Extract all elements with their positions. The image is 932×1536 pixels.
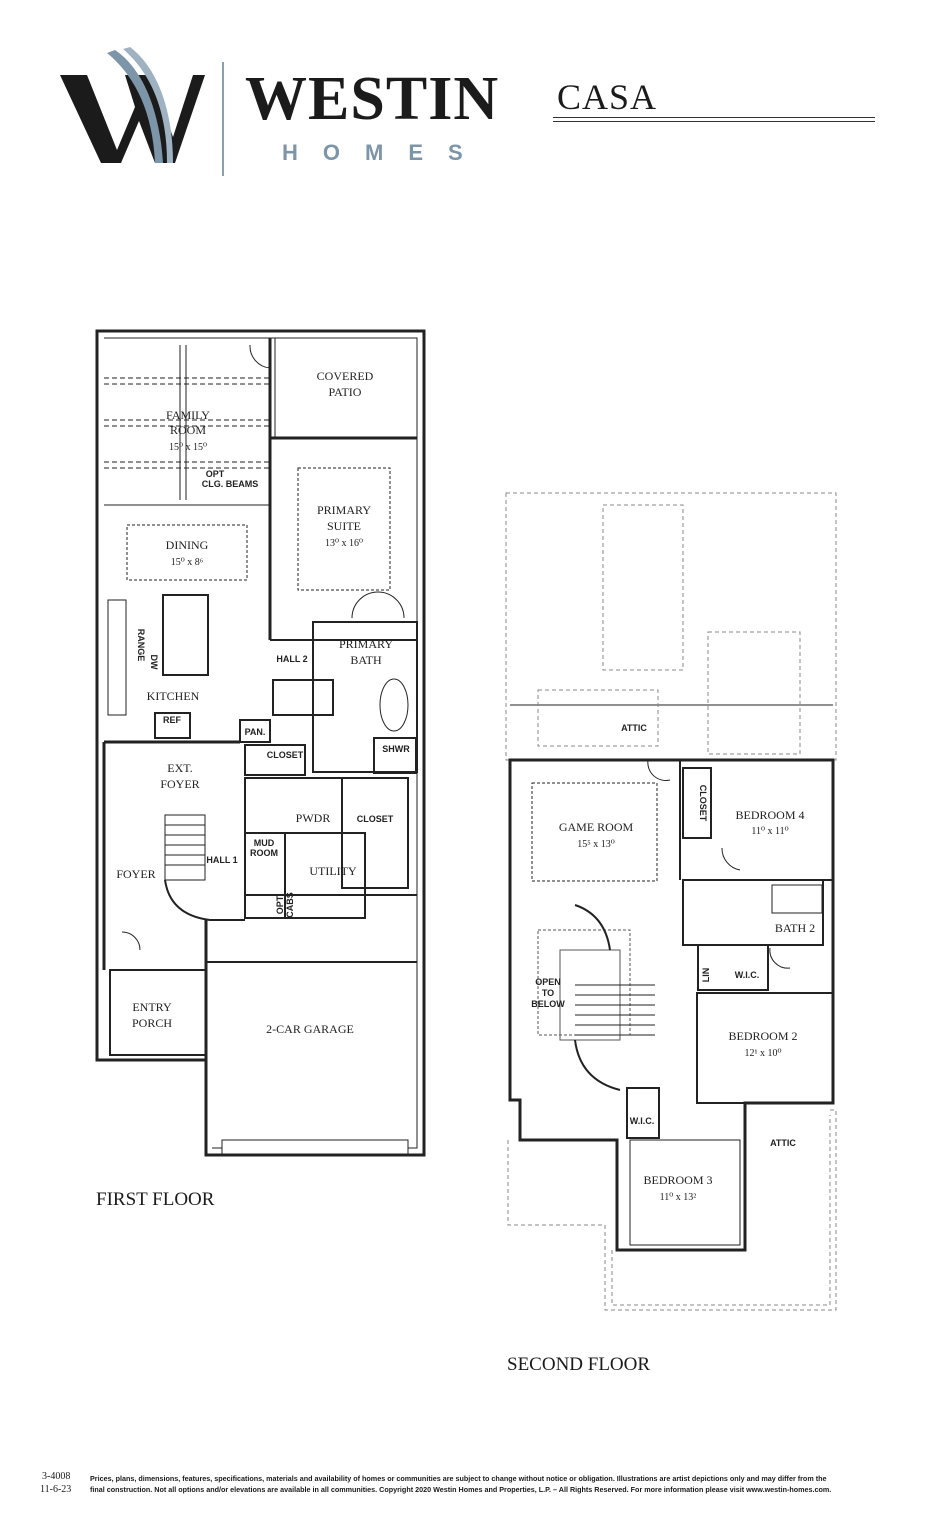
ext-foyer-label-1: EXT. xyxy=(167,761,192,775)
ref-label: REF xyxy=(163,715,182,725)
open-below-label-3: BELOW xyxy=(531,999,565,1009)
plan-name: CASA xyxy=(557,77,658,117)
plan-name-rule xyxy=(553,117,875,122)
ext-foyer-label-2: FOYER xyxy=(160,777,199,791)
bedroom3-label: BEDROOM 3 xyxy=(643,1173,712,1187)
disclaimer-line-2: final construction. Not all options and/… xyxy=(90,1485,832,1494)
dining-label: DINING xyxy=(166,538,209,552)
family-room-label-2: ROOM xyxy=(170,423,206,437)
covered-patio-label-1: COVERED xyxy=(317,369,374,383)
opt-beams-label-2: CLG. BEAMS xyxy=(202,479,259,489)
plan-date: 11-6-23 xyxy=(40,1484,72,1495)
foyer-label: FOYER xyxy=(116,867,155,881)
primary-suite-label-2: SUITE xyxy=(327,519,361,533)
range-label: RANGE xyxy=(136,629,146,662)
hall2-label: HALL 2 xyxy=(276,654,307,664)
wic-label-2: W.I.C. xyxy=(630,1116,655,1126)
disclaimer-line-1: Prices, plans, dimensions, features, spe… xyxy=(90,1474,827,1483)
mud-room-label-2: ROOM xyxy=(250,848,278,858)
closet-label-upstairs: CLOSET xyxy=(698,785,708,822)
entry-porch-label-2: PORCH xyxy=(132,1016,172,1030)
closet-label-2: CLOSET xyxy=(357,814,394,824)
attic-label-right: ATTIC xyxy=(770,1138,796,1148)
opt-cabs-label-1: OPT xyxy=(275,895,285,914)
logo-divider xyxy=(222,62,224,176)
second-floor-label: SECOND FLOOR xyxy=(507,1354,651,1375)
bedroom4-label: BEDROOM 4 xyxy=(735,808,804,822)
opt-cabs-label-2: CABS xyxy=(285,892,295,918)
linen-label: LIN xyxy=(701,968,711,983)
primary-bath-label-1: PRIMARY xyxy=(339,637,393,651)
utility-label: UTILITY xyxy=(309,864,357,878)
bedroom2-label: BEDROOM 2 xyxy=(728,1029,797,1043)
open-below-label-1: OPEN xyxy=(535,977,561,987)
primary-suite-label-1: PRIMARY xyxy=(317,503,371,517)
brand-name: WESTIN xyxy=(245,65,500,133)
bedroom3-dims: 11⁰ x 13² xyxy=(660,1192,697,1203)
family-room-label-1: FAMILY xyxy=(166,408,210,422)
first-floor-label: FIRST FLOOR xyxy=(96,1189,215,1210)
game-room-label: GAME ROOM xyxy=(559,820,634,834)
shower-label: SHWR xyxy=(382,744,410,754)
second-floor-plan xyxy=(505,492,837,1311)
opt-beams-label-1: OPT xyxy=(206,469,225,479)
wic-label-1: W.I.C. xyxy=(735,970,760,980)
primary-suite-dims: 13⁰ x 16⁰ xyxy=(325,538,363,549)
entry-porch-label-1: ENTRY xyxy=(132,1000,172,1014)
game-room-dims: 15⁵ x 13⁰ xyxy=(577,839,615,850)
family-room-dims: 15⁰ x 15⁰ xyxy=(169,442,207,453)
garage-label: 2-CAR GARAGE xyxy=(266,1022,354,1036)
bedroom2-dims: 12¹ x 10⁰ xyxy=(744,1048,781,1059)
first-floor-plan xyxy=(95,329,426,1157)
mud-room-label-1: MUD xyxy=(254,838,275,848)
plan-number: 3-4008 xyxy=(42,1471,71,1482)
open-below-label-2: TO xyxy=(542,988,554,998)
pantry-label: PAN. xyxy=(245,727,266,737)
dining-dims: 15⁰ x 8⁶ xyxy=(171,557,204,568)
dw-label: DW xyxy=(149,655,159,670)
brand-subtitle: HOMES xyxy=(282,140,488,165)
bath2-label: BATH 2 xyxy=(775,921,815,935)
covered-patio-label-2: PATIO xyxy=(329,385,362,399)
attic-label-top: ATTIC xyxy=(621,723,647,733)
primary-bath-label-2: BATH xyxy=(350,653,382,667)
closet-label: CLOSET xyxy=(267,750,304,760)
kitchen-label: KITCHEN xyxy=(147,689,200,703)
westin-logo-mark xyxy=(60,47,205,163)
bedroom4-dims: 11⁰ x 11⁰ xyxy=(751,826,788,837)
hall1-label: HALL 1 xyxy=(206,855,237,865)
powder-room-label: PWDR xyxy=(296,811,331,825)
